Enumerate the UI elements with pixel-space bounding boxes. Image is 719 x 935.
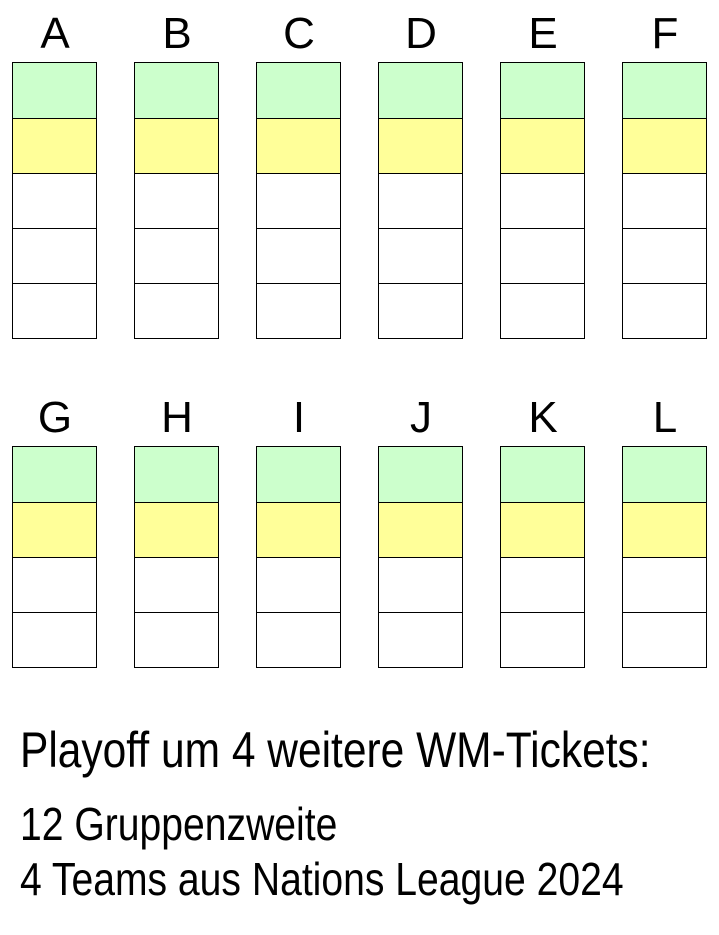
group-l-cell-rank-4	[623, 612, 706, 667]
group-j-cell-rank-2	[379, 502, 462, 557]
group-table	[134, 446, 219, 668]
group-c-cell-rank-5	[257, 283, 340, 338]
group-a-cell-rank-1	[13, 63, 96, 118]
group-label: L	[652, 393, 677, 442]
group-column-g: G	[12, 390, 97, 668]
group-column-l: L	[622, 390, 707, 668]
group-h-cell-rank-1	[135, 447, 218, 502]
group-h-cell-rank-2	[135, 502, 218, 557]
group-b-cell-rank-3	[135, 173, 218, 228]
group-f-cell-rank-4	[623, 228, 706, 283]
group-a-cell-rank-2	[13, 118, 96, 173]
group-column-j: J	[378, 390, 463, 668]
group-label: F	[651, 9, 679, 58]
group-g-cell-rank-1	[13, 447, 96, 502]
group-b-cell-rank-1	[135, 63, 218, 118]
group-i-cell-rank-3	[257, 557, 340, 612]
group-table	[622, 62, 707, 339]
group-column-a: A	[12, 6, 97, 339]
group-table	[500, 62, 585, 339]
group-i-cell-rank-4	[257, 612, 340, 667]
group-d-cell-rank-4	[379, 228, 462, 283]
group-c-cell-rank-3	[257, 173, 340, 228]
group-label: J	[410, 393, 432, 442]
group-a-cell-rank-3	[13, 173, 96, 228]
group-label: E	[528, 9, 557, 58]
group-row-1: A B C D E F	[12, 6, 707, 339]
group-table	[12, 446, 97, 668]
playoff-title: Playoff um 4 weitere WM-Tickets:	[20, 722, 651, 778]
group-k-cell-rank-3	[501, 557, 584, 612]
group-g-cell-rank-3	[13, 557, 96, 612]
group-table	[500, 446, 585, 668]
group-e-cell-rank-4	[501, 228, 584, 283]
group-label: G	[37, 393, 72, 442]
group-table	[134, 62, 219, 339]
group-label: K	[528, 393, 557, 442]
group-h-cell-rank-4	[135, 612, 218, 667]
group-table	[622, 446, 707, 668]
group-table	[256, 62, 341, 339]
group-label: D	[405, 9, 437, 58]
group-k-cell-rank-2	[501, 502, 584, 557]
group-d-cell-rank-5	[379, 283, 462, 338]
group-i-cell-rank-2	[257, 502, 340, 557]
group-l-cell-rank-3	[623, 557, 706, 612]
group-d-cell-rank-3	[379, 173, 462, 228]
playoff-detail-nations-league: 4 Teams aus Nations League 2024	[20, 853, 624, 905]
playoff-detail-group-runners-up: 12 Gruppenzweite	[20, 798, 338, 850]
group-label: B	[162, 9, 191, 58]
group-g-cell-rank-4	[13, 612, 96, 667]
group-label: A	[40, 9, 69, 58]
group-column-c: C	[256, 6, 341, 339]
group-b-cell-rank-2	[135, 118, 218, 173]
group-table	[256, 446, 341, 668]
group-table	[12, 62, 97, 339]
group-j-cell-rank-4	[379, 612, 462, 667]
group-label: I	[292, 393, 305, 442]
group-column-d: D	[378, 6, 463, 339]
group-a-cell-rank-5	[13, 283, 96, 338]
group-d-cell-rank-1	[379, 63, 462, 118]
group-e-cell-rank-1	[501, 63, 584, 118]
group-f-cell-rank-1	[623, 63, 706, 118]
group-e-cell-rank-5	[501, 283, 584, 338]
group-a-cell-rank-4	[13, 228, 96, 283]
group-column-f: F	[622, 6, 707, 339]
group-g-cell-rank-2	[13, 502, 96, 557]
group-f-cell-rank-5	[623, 283, 706, 338]
group-h-cell-rank-3	[135, 557, 218, 612]
group-column-e: E	[500, 6, 585, 339]
group-k-cell-rank-1	[501, 447, 584, 502]
group-j-cell-rank-3	[379, 557, 462, 612]
group-c-cell-rank-1	[257, 63, 340, 118]
group-label: H	[161, 393, 193, 442]
group-f-cell-rank-2	[623, 118, 706, 173]
group-c-cell-rank-2	[257, 118, 340, 173]
group-table	[378, 446, 463, 668]
group-d-cell-rank-2	[379, 118, 462, 173]
group-table	[378, 62, 463, 339]
group-b-cell-rank-5	[135, 283, 218, 338]
group-l-cell-rank-1	[623, 447, 706, 502]
group-column-b: B	[134, 6, 219, 339]
group-e-cell-rank-2	[501, 118, 584, 173]
group-k-cell-rank-4	[501, 612, 584, 667]
group-f-cell-rank-3	[623, 173, 706, 228]
group-c-cell-rank-4	[257, 228, 340, 283]
group-e-cell-rank-3	[501, 173, 584, 228]
group-i-cell-rank-1	[257, 447, 340, 502]
group-j-cell-rank-1	[379, 447, 462, 502]
group-l-cell-rank-2	[623, 502, 706, 557]
group-label: C	[283, 9, 315, 58]
group-column-h: H	[134, 390, 219, 668]
group-row-2: G H I J K L	[12, 390, 707, 668]
group-b-cell-rank-4	[135, 228, 218, 283]
group-column-i: I	[256, 390, 341, 668]
group-column-k: K	[500, 390, 585, 668]
